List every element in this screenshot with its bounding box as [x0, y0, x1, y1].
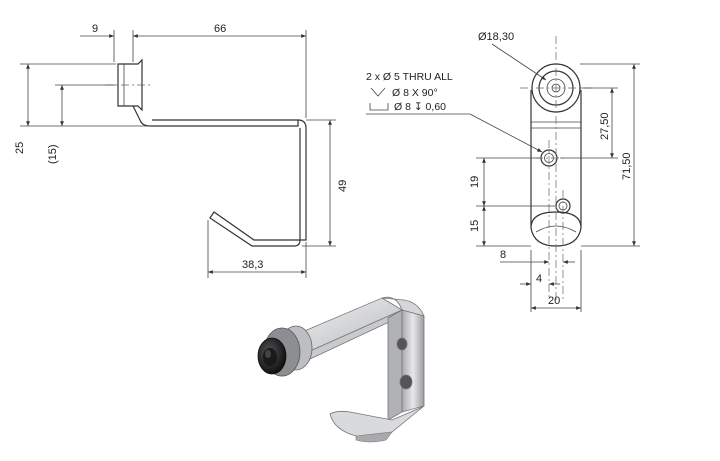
- dim-19: 19: [469, 176, 481, 188]
- dim-top-length: 66: [214, 23, 226, 35]
- hook-vertical-plate: [297, 119, 307, 241]
- hook-top-arm: [132, 105, 299, 127]
- dim-total-height: 71,50: [621, 152, 633, 180]
- render-bumper: [257, 325, 313, 377]
- render-bottom-hook: [329, 405, 425, 438]
- side-view: 9 66 25 (15) 49 38,3: [14, 23, 349, 278]
- dim-left-ref: (15): [47, 144, 59, 164]
- isometric-render: [257, 296, 425, 443]
- dim-bottom-width: 38,3: [242, 259, 263, 271]
- hook-bottom: [209, 211, 301, 247]
- dim-8: 8: [500, 249, 506, 261]
- countersink-symbol: [370, 87, 386, 97]
- dim-center-upper: 27,50: [599, 112, 611, 140]
- hole-note-line3: Ø 8 ↧ 0,60: [394, 101, 446, 113]
- counterbore-symbol: [369, 103, 389, 111]
- dim-4: 4: [536, 273, 542, 285]
- bumper-profile: [117, 58, 143, 112]
- dim-width: 20: [548, 295, 560, 307]
- hole-note-line1: 2 x Ø 5 THRU ALL: [366, 71, 453, 83]
- dim-top-small: 9: [92, 23, 98, 35]
- dim-left-height: 25: [14, 142, 26, 154]
- dim-diameter: Ø18,30: [478, 31, 514, 43]
- front-view: Ø18,30 2 x Ø 5 THRU ALL Ø 8 X 90° Ø 8 ↧ …: [366, 31, 640, 312]
- hole-note-line2: Ø 8 X 90°: [392, 87, 438, 99]
- dim-15: 15: [469, 220, 481, 232]
- dim-right-height: 49: [337, 180, 349, 192]
